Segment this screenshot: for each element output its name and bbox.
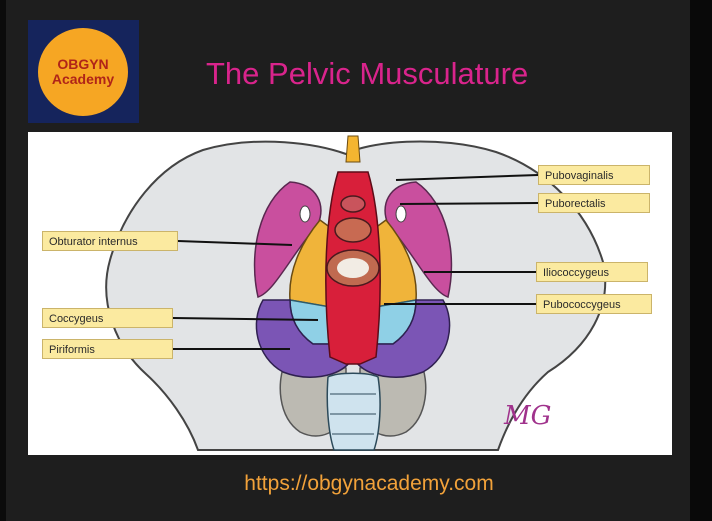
urethra-opening bbox=[341, 196, 365, 212]
label-iliococcygeus: Iliococcygeus bbox=[536, 262, 648, 282]
label-puborectalis: Puborectalis bbox=[538, 193, 650, 213]
pubic-symphysis bbox=[346, 136, 360, 162]
frame-edge-right bbox=[690, 0, 712, 521]
label-pubovaginalis: Pubovaginalis bbox=[538, 165, 650, 185]
pelvic-muscle-diagram: MG Pubovaginalis Puborectalis Obturator … bbox=[28, 132, 672, 455]
logo-circle: OBGYN Academy bbox=[38, 28, 128, 116]
coccyx bbox=[327, 373, 380, 450]
leader-puborectalis bbox=[400, 203, 538, 204]
obturator-foramen-right bbox=[396, 206, 406, 222]
artist-signature: MG bbox=[503, 401, 551, 431]
slide-title: The Pelvic Musculature bbox=[206, 54, 626, 94]
logo-text-line2: Academy bbox=[38, 72, 128, 87]
slide: OBGYN Academy The Pelvic Musculature bbox=[6, 0, 690, 521]
website-url: https://obgynacademy.com bbox=[204, 470, 534, 498]
obgyn-academy-logo: OBGYN Academy bbox=[28, 20, 139, 123]
label-pubococcygeus: Pubococcygeus bbox=[536, 294, 652, 314]
rectal-lumen bbox=[337, 258, 369, 278]
label-obturator-internus: Obturator internus bbox=[42, 231, 178, 251]
logo-text-line1: OBGYN bbox=[38, 57, 128, 72]
label-piriformis: Piriformis bbox=[42, 339, 173, 359]
obturator-foramen-left bbox=[300, 206, 310, 222]
vaginal-opening bbox=[335, 218, 371, 242]
label-coccygeus: Coccygeus bbox=[42, 308, 173, 328]
